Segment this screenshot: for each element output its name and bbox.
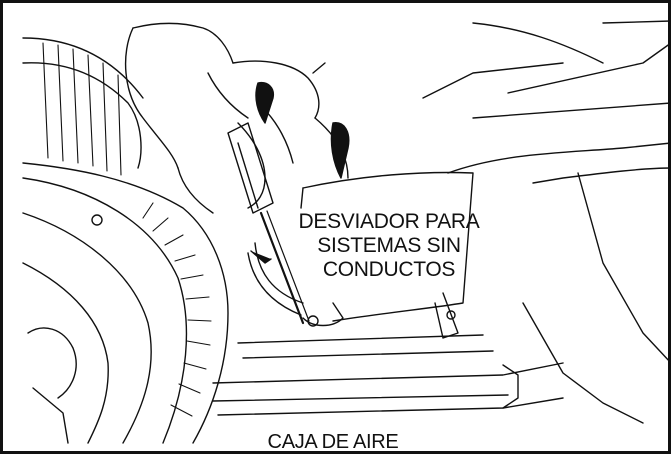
deflector-label-line-3: CONDUCTOS xyxy=(322,258,456,281)
deflector-plate xyxy=(247,171,474,339)
air-box-label: CAJA DE AIRE xyxy=(267,431,399,453)
deflector-label-line-2: SISTEMAS SIN xyxy=(317,234,461,257)
blower-wheel xyxy=(22,37,229,444)
deflector-label-line-1: DESVIADOR PARA xyxy=(298,210,480,233)
illustration-drawing xyxy=(22,20,671,444)
hand-with-screwdriver xyxy=(124,22,350,325)
deflector-label: DESVIADOR PARA SISTEMAS SIN CONDUCTOS xyxy=(291,210,487,282)
